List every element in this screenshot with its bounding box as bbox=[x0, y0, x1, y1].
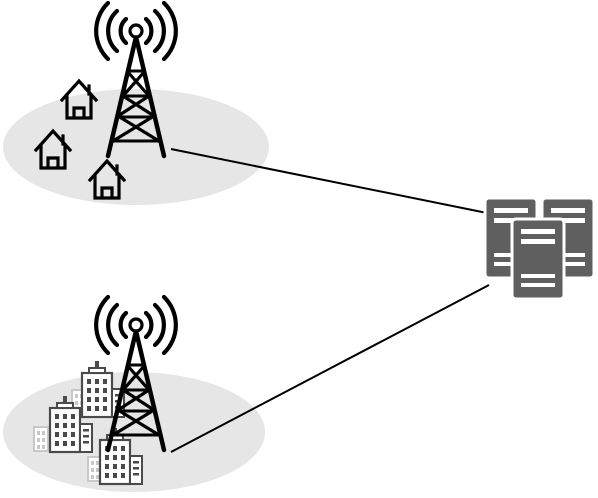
residential-coverage-area bbox=[3, 89, 269, 205]
link-top-tower-to-server bbox=[170, 148, 488, 214]
server-rack-icon bbox=[483, 196, 596, 301]
ghost-building-icon bbox=[33, 426, 49, 452]
link-bottom-tower-to-server bbox=[170, 284, 490, 453]
